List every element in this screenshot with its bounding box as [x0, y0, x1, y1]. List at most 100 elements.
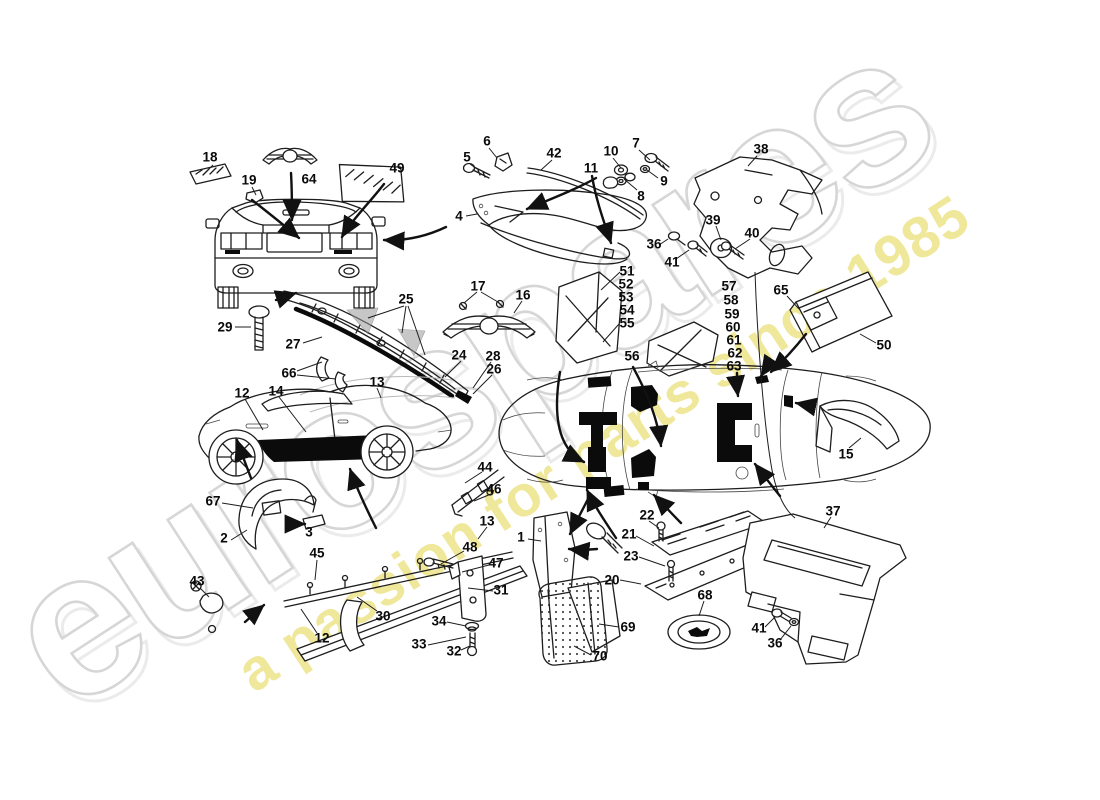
- bolt-40: [720, 241, 745, 260]
- part-label-27: 27: [285, 336, 301, 352]
- bolt-41-bottom: [771, 608, 792, 623]
- mudflap-69-70: [538, 576, 621, 666]
- part-label-12: 12: [314, 630, 330, 646]
- part-label-23: 23: [623, 548, 639, 564]
- part-label-52: 52: [618, 276, 634, 292]
- part-label-13: 13: [369, 374, 385, 390]
- boot-badge-script-49: [338, 163, 405, 203]
- part-label-19: 19: [241, 172, 257, 188]
- part-label-5: 5: [463, 149, 471, 165]
- part-label-9: 9: [660, 173, 668, 189]
- part-label-26: 26: [486, 361, 502, 377]
- leader-lines: [199, 147, 877, 656]
- part-label-36: 36: [646, 236, 662, 252]
- bolt-41-top: [687, 240, 708, 257]
- part-label-30: 30: [375, 608, 391, 624]
- part-label-2: 2: [220, 530, 228, 546]
- washer-8: [615, 176, 627, 186]
- part-label-57: 57: [721, 278, 737, 294]
- washers-10: [613, 164, 636, 182]
- part-label-45: 45: [309, 545, 325, 561]
- top-view-car: [498, 360, 931, 498]
- part-label-66: 66: [281, 365, 297, 381]
- part-label-33: 33: [411, 636, 427, 652]
- part-label-41: 41: [664, 254, 680, 270]
- part-label-48: 48: [462, 539, 478, 555]
- x-brace-panel-57: [646, 321, 719, 377]
- part-label-32: 32: [446, 643, 462, 659]
- part-label-51: 51: [619, 263, 635, 279]
- washer-36-bottom: [788, 617, 800, 627]
- part-label-65: 65: [773, 282, 789, 298]
- part-label-15: 15: [838, 446, 854, 462]
- part-label-11: 11: [583, 160, 599, 176]
- sill-insulation-black: [258, 435, 379, 462]
- part-label-69: 69: [620, 619, 636, 635]
- part-label-58: 58: [723, 292, 739, 308]
- plug-29: [248, 305, 270, 351]
- arrows: [234, 171, 818, 626]
- pin-36-top: [667, 231, 686, 246]
- part-label-61: 61: [726, 332, 742, 348]
- trim-15: [815, 399, 900, 453]
- part-label-40: 40: [744, 225, 760, 241]
- part-label-44: 44: [477, 459, 493, 475]
- part-label-1: 1: [517, 529, 525, 545]
- grommet-disc-68: [667, 614, 731, 650]
- part-label-54: 54: [619, 302, 635, 318]
- part-label-37: 37: [825, 503, 841, 519]
- part-label-16: 16: [515, 287, 531, 303]
- rivet-fastener: [586, 522, 623, 554]
- clip-11: [602, 176, 619, 189]
- badge-clips-17: [458, 299, 505, 311]
- part-label-22: 22: [639, 507, 655, 523]
- stud-33: [469, 632, 476, 649]
- part-label-43: 43: [189, 573, 205, 589]
- part-label-29: 29: [217, 319, 233, 335]
- part-label-41: 41: [751, 620, 767, 636]
- part-label-55: 55: [619, 315, 635, 331]
- part-label-14: 14: [268, 383, 284, 399]
- clip-43: [190, 580, 224, 634]
- part-label-31: 31: [493, 582, 509, 598]
- badge-clip-19: [245, 189, 264, 204]
- part-label-64: 64: [301, 171, 317, 187]
- part-label-28: 28: [485, 348, 501, 364]
- part-label-53: 53: [618, 289, 634, 305]
- part-label-10: 10: [603, 143, 619, 159]
- cowl-seal-13: [293, 306, 455, 399]
- part-label-17: 17: [470, 278, 486, 294]
- part-label-60: 60: [725, 319, 741, 335]
- part-label-50: 50: [876, 337, 892, 353]
- part-label-67: 67: [205, 493, 221, 509]
- wings-badge-16: [442, 315, 536, 339]
- clip-3: [284, 514, 326, 534]
- part-label-62: 62: [727, 345, 743, 361]
- wheel-arch-liner-67: [238, 478, 317, 550]
- clip-6: [494, 152, 513, 172]
- seal-end-26: [455, 390, 472, 404]
- part-label-25: 25: [398, 291, 414, 307]
- nut-32: [466, 645, 478, 657]
- part-label-6: 6: [483, 133, 491, 149]
- part-label-7: 7: [632, 135, 640, 151]
- part-label-12: 12: [234, 385, 250, 401]
- part-label-3: 3: [305, 524, 313, 540]
- part-label-63: 63: [726, 358, 742, 374]
- bolt-48: [423, 557, 454, 570]
- bolt-23: [666, 559, 676, 582]
- part-label-38: 38: [753, 141, 769, 157]
- rear-wheel: [360, 425, 414, 479]
- x-brace-panel-51: [555, 271, 623, 364]
- part-label-42: 42: [546, 145, 562, 161]
- part-label-59: 59: [724, 306, 740, 322]
- part-label-18: 18: [202, 149, 218, 165]
- part-label-46: 46: [486, 481, 502, 497]
- mudflap-1: [532, 511, 576, 598]
- sill-end-wrap: [339, 599, 365, 652]
- boot-badge-wings-64: [262, 147, 318, 165]
